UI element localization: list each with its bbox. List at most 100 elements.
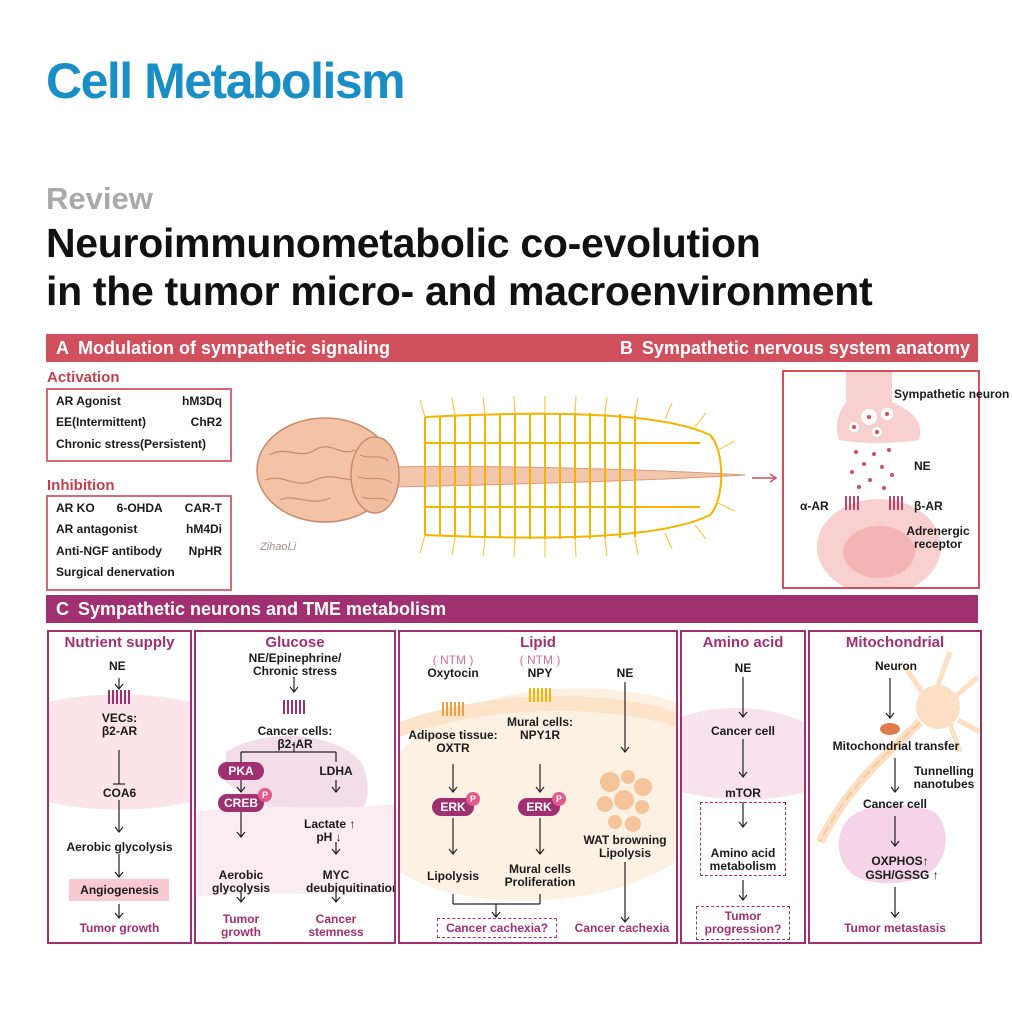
wat-lipolysis-label: Lipolysis xyxy=(598,846,651,860)
section-b-title: Sympathetic nervous system anatomy xyxy=(641,337,970,358)
mural-cells-label: Mural cells: xyxy=(506,715,574,729)
outcome-label: growth xyxy=(221,925,261,939)
inhibition-label: Inhibition xyxy=(47,477,115,494)
metabolism-dashed-box xyxy=(700,802,786,876)
panel-lipid: Lipid ( NTM ) ( NTM ) Oxytocin NPY NE Ad… xyxy=(398,630,678,944)
panel-b-synapse: Sympathetic neuron NE α-AR β-AR Adrenerg… xyxy=(782,370,1010,589)
cancer-cells-label: Cancer cells: xyxy=(257,724,333,738)
phospho-badge: P xyxy=(552,792,566,806)
brain-spinal-cord-illustration: ZihaoLi xyxy=(256,395,778,558)
outcome-label: Tumor xyxy=(724,909,762,923)
oxtr-label: OXTR xyxy=(436,741,470,755)
pka-pill: PKA xyxy=(218,762,264,780)
section-c-title: Sympathetic neurons and TME metabolism xyxy=(78,598,447,619)
list-item: Surgical denervation xyxy=(56,565,175,580)
ntm-label: ( NTM ) xyxy=(432,653,474,667)
ne-label: NE xyxy=(914,459,931,473)
tunnelling-label: Tunnelling xyxy=(914,764,974,778)
sympathetic-neuron-label: Sympathetic neuron xyxy=(894,387,1010,401)
metabolism-label: metabolism xyxy=(709,859,777,873)
input-label: Chronic stress xyxy=(252,664,338,678)
panel-title: Mitochondrial xyxy=(845,634,945,651)
npy1r-label: NPY1R xyxy=(519,728,560,742)
section-a-b-header: A Modulation of sympathetic signaling B Sy… xyxy=(46,334,978,362)
list-item: EE(Intermittent)ChR2 xyxy=(56,415,222,430)
synapse-illustration xyxy=(817,372,941,587)
article-type: Review xyxy=(46,181,153,216)
erk-pill: ERK xyxy=(518,798,560,816)
oxphos-label: OXPHOS↑ xyxy=(871,854,929,868)
panel-title: Lipid xyxy=(520,634,556,651)
outcome-label: Tumor metastasis xyxy=(844,921,946,935)
outcome-label: Tumor xyxy=(222,912,260,926)
aerobic-glycolysis-label: Aerobic glycolysis xyxy=(66,840,173,854)
panel-title: Glucose xyxy=(265,634,325,651)
journal-name: Cell Metabolism xyxy=(46,53,406,109)
article-title-line-1: Neuroimmunometabolic co-evolution xyxy=(46,220,761,266)
cancer-cell-label: Cancer cell xyxy=(710,724,776,738)
panel-title: Amino acid xyxy=(702,634,784,651)
phospho-badge: P xyxy=(258,788,272,802)
panel-title: Nutrient supply xyxy=(64,634,175,651)
outcome-label: Cancer xyxy=(315,912,357,926)
article-title-line-2: in the tumor micro- and macroenvironment xyxy=(46,268,873,314)
gsh-gssg-label: GSH/GSSG ↑ xyxy=(865,868,939,882)
deubiquitination-label: deubiquitination xyxy=(306,881,396,895)
outcome-label: progression? xyxy=(704,922,782,936)
adrenergic-receptor-label: Adrenergic receptor xyxy=(906,524,970,551)
outcome-label: Tumor growth xyxy=(79,921,160,935)
neuron-label: Neuron xyxy=(875,659,917,673)
panel-amino-acid: Amino acid NE Cancer cell mTOR Amino aci… xyxy=(680,630,806,944)
panel-mitochondrial: Mitochondrial Neuron Mitochondrial trans… xyxy=(808,630,982,944)
ne-label: NE xyxy=(734,661,752,675)
coa6-label: COA6 xyxy=(102,786,137,800)
ntm-label: ( NTM ) xyxy=(519,653,561,667)
section-c-header: C Sympathetic neurons and TME metabolism xyxy=(46,595,978,623)
adipose-label: Adipose tissue: xyxy=(408,728,498,742)
amino-acid-label: Amino acid xyxy=(710,846,776,860)
lipolysis-label: Lipolysis xyxy=(426,869,479,883)
section-a-title: Modulation of sympathetic signaling xyxy=(78,337,391,358)
b2ar-label: β2-AR xyxy=(101,724,138,738)
aerobic-label: Aerobic xyxy=(218,868,264,882)
wat-browning-label: WAT browning xyxy=(583,833,667,847)
creb-pill: CREB xyxy=(218,794,264,812)
cachexia-dashed-box xyxy=(437,918,557,938)
input-label: NE/Epinephrine/ xyxy=(248,651,342,665)
outcome-label: stemness xyxy=(308,925,364,939)
section-c-letter: C xyxy=(56,598,69,619)
section-a-letter: A xyxy=(56,337,69,358)
npy-label: NPY xyxy=(527,666,553,680)
lactate-label: Lactate ↑ xyxy=(304,817,356,831)
section-b-letter: B xyxy=(619,337,633,358)
ne-label: NE xyxy=(616,666,634,680)
angiogenesis-label: Angiogenesis xyxy=(80,883,159,897)
outcome-label: Cancer cachexia xyxy=(574,921,670,935)
panel-glucose: Glucose NE/Epinephrine/ Chronic stress C… xyxy=(194,630,396,944)
panel-nutrient-supply: Nutrient supply NE VECs: β2-AR COA6 Aero… xyxy=(47,630,192,944)
outcome-label: Cancer cachexia? xyxy=(445,921,549,935)
phospho-badge: P xyxy=(466,792,480,806)
mito-transfer-label: Mitochondrial transfer xyxy=(832,739,960,753)
vecs-label: VECs: xyxy=(101,711,138,725)
artist-signature: ZihaoLi xyxy=(259,541,297,553)
nanotubes-label: nanotubes xyxy=(913,777,975,791)
b2ar-label: β2-AR xyxy=(277,737,313,751)
glycolysis-label: glycolysis xyxy=(211,881,271,895)
cancer-cell-label: Cancer cell xyxy=(862,797,928,811)
beta-ar-label: β-AR xyxy=(914,499,943,513)
mural-proliferation-label: Mural cells xyxy=(508,862,572,876)
ph-label: pH ↓ xyxy=(316,830,342,844)
progression-dashed-box xyxy=(696,906,790,940)
myc-label: MYC xyxy=(322,868,350,882)
ne-label: NE xyxy=(109,659,126,673)
mural-proliferation-label: Proliferation xyxy=(504,875,576,889)
erk-pill: ERK xyxy=(432,798,474,816)
ldha-label: LDHA xyxy=(319,764,353,778)
